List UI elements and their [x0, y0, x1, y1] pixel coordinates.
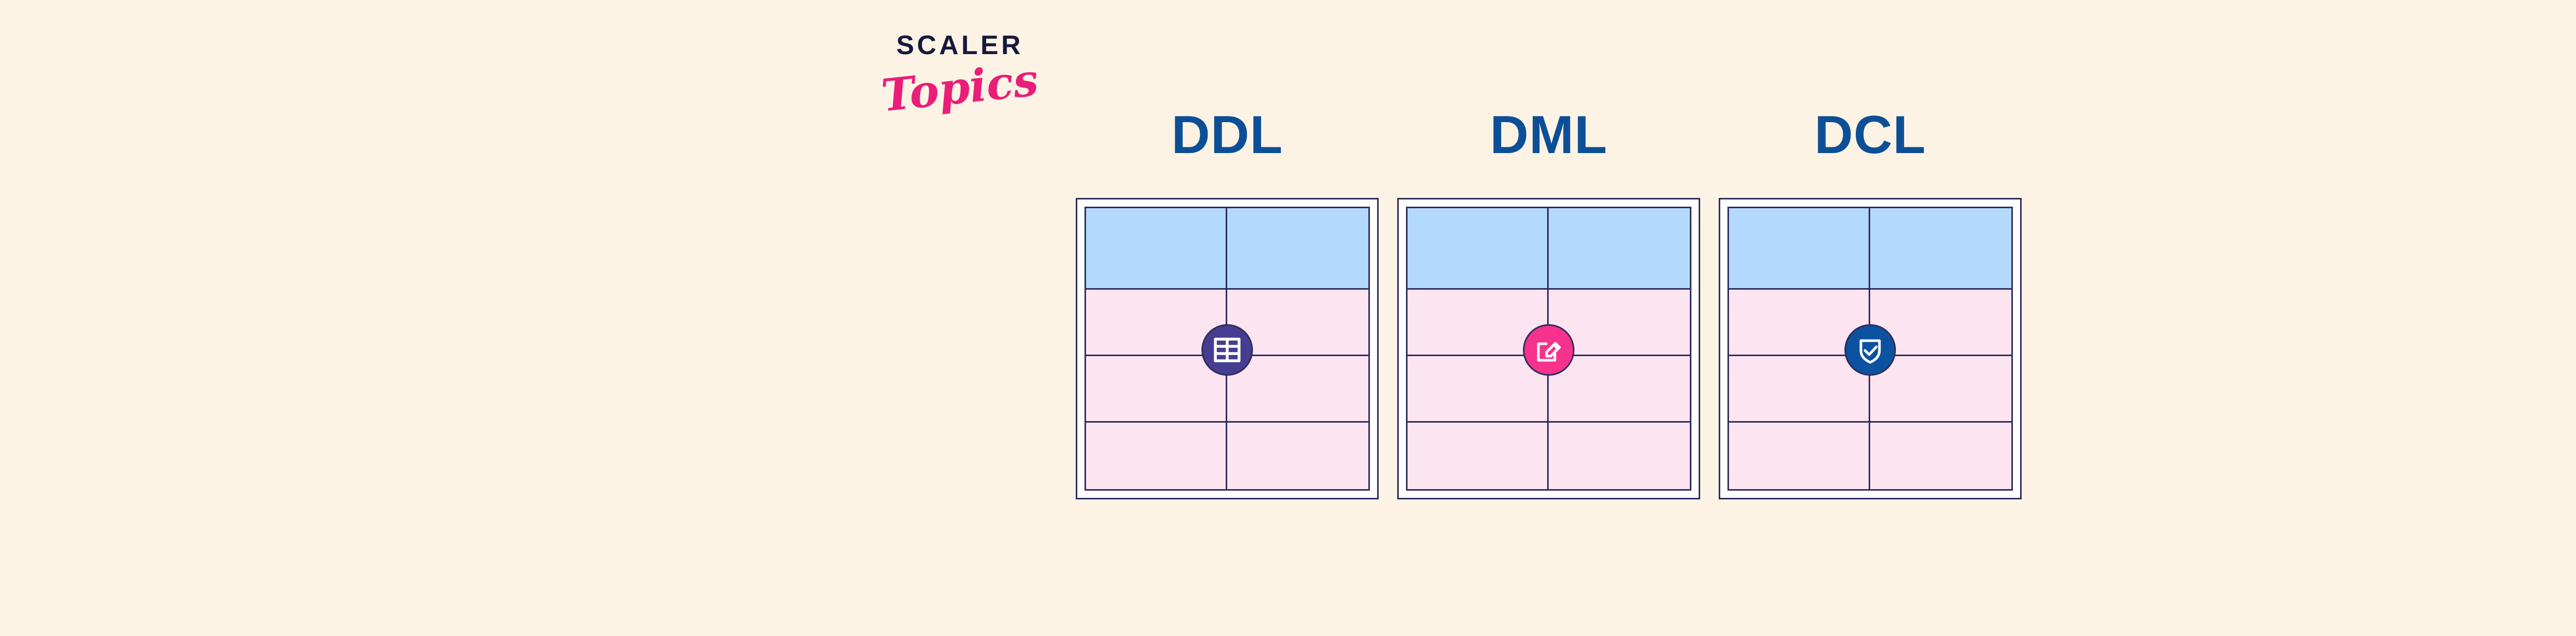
table-cell — [1086, 289, 1227, 356]
table-grid-icon — [1201, 324, 1253, 376]
card-ddl: DDL — [1076, 108, 1379, 499]
card-dcl: DCL — [1719, 108, 2022, 499]
card-frame-dml — [1397, 198, 1700, 499]
table-cell — [1870, 422, 2011, 489]
table-cell — [1408, 422, 1549, 489]
card-frame-dcl — [1719, 198, 2022, 499]
table-cell — [1227, 208, 1368, 290]
table-cell — [1549, 208, 1690, 290]
table-cell — [1870, 208, 2011, 290]
table-grid-dml — [1406, 207, 1691, 491]
table-cell — [1408, 208, 1549, 290]
sql-command-category-cards: DDL — [1076, 108, 2022, 505]
table-grid-ddl — [1084, 207, 1370, 491]
table-cell — [1729, 422, 1870, 489]
table-cell — [1227, 356, 1368, 423]
logo-subbrand-text: Topics — [878, 54, 1041, 122]
card-title-dml: DML — [1489, 105, 1608, 165]
table-cell — [1549, 422, 1690, 489]
scaler-topics-logo: SCALER Topics — [872, 32, 1047, 161]
card-title-ddl: DDL — [1171, 105, 1283, 165]
table-cell — [1729, 208, 1870, 290]
logo-brand-text: SCALER — [896, 30, 1024, 60]
table-cell — [1086, 356, 1227, 423]
shield-check-icon — [1844, 324, 1896, 376]
table-cell — [1549, 356, 1690, 423]
table-cell — [1086, 422, 1227, 489]
table-cell — [1227, 422, 1368, 489]
table-cell — [1086, 208, 1227, 290]
card-dml: DML — [1397, 108, 1700, 499]
table-cell — [1729, 356, 1870, 423]
card-frame-ddl — [1076, 198, 1379, 499]
table-cell — [1870, 356, 2011, 423]
edit-pencil-square-icon — [1523, 324, 1574, 376]
card-title-dcl: DCL — [1814, 105, 1926, 165]
table-cell — [1408, 356, 1549, 423]
